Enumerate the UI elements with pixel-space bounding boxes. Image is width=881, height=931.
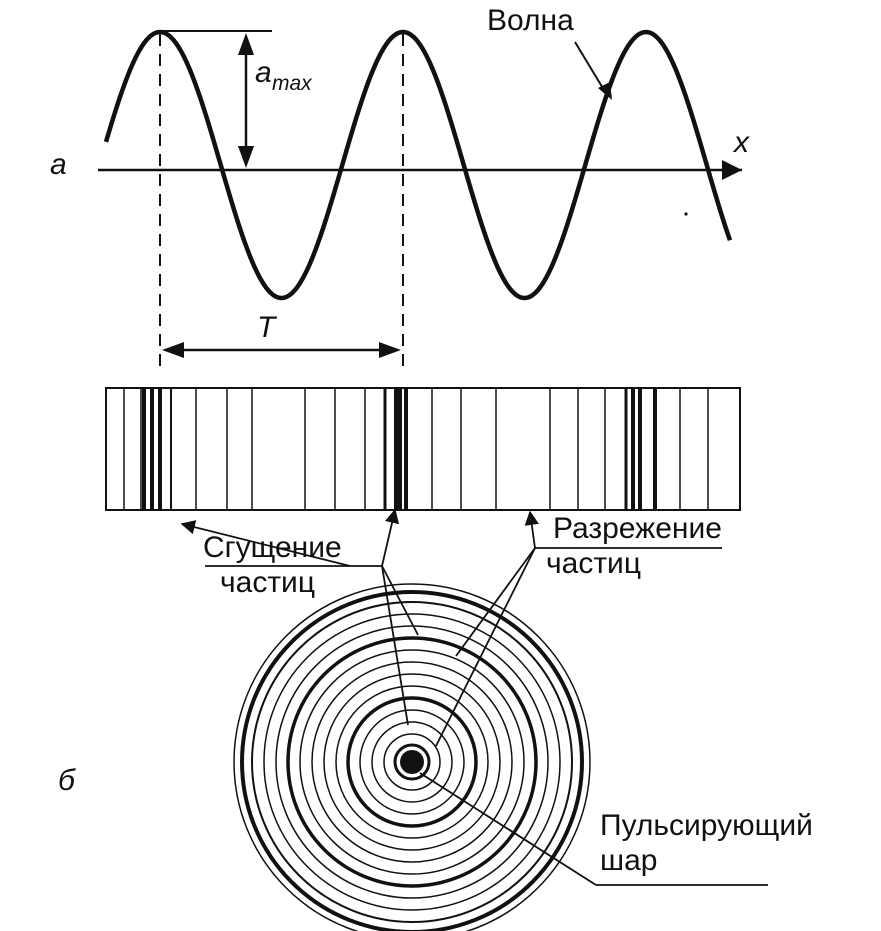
pulsating-sphere-halo (393, 743, 431, 781)
wave-ring (275, 625, 549, 899)
wave-ring (346, 696, 478, 828)
strip-frame (105, 387, 741, 511)
wave-ring (311, 661, 513, 863)
amplitude-label-subscript: max (272, 72, 313, 95)
wave-ring (335, 685, 489, 839)
wave-ring (371, 721, 453, 803)
wave-ring (323, 673, 501, 851)
compression-leader-2 (381, 565, 419, 636)
amplitude-label: a (255, 56, 272, 89)
sphere-leader (419, 772, 597, 886)
wave-label-leader-arrowhead (598, 82, 612, 100)
compression-leader-4 (180, 520, 351, 567)
amplitude-arrowhead-down (238, 146, 254, 168)
wave-label-leader (574, 41, 605, 91)
wave-ring (233, 583, 591, 931)
period-arrowhead-left (162, 342, 184, 358)
pulsating-sphere (400, 750, 424, 774)
panel-a: а Волна x a max T (50, 4, 750, 372)
sphere-label-line2: шар (600, 844, 657, 877)
panel-b: б Сгущение частиц Разрежение частиц Пуль… (58, 508, 813, 931)
panel-a-label: а (50, 148, 67, 181)
concentric-rings (233, 583, 591, 931)
rarefaction-label-line2: частиц (546, 547, 641, 580)
wave-label: Волна (487, 4, 574, 37)
sphere-label-line1: Пульсирующий (600, 809, 813, 842)
rarefaction-leader-2 (455, 547, 536, 657)
compression-label-line1: Сгущение (203, 531, 342, 564)
wave-ring (240, 590, 584, 931)
rarefaction-label-line1: Разрежение (553, 512, 722, 545)
compression-leader-3 (381, 508, 400, 567)
wave-ring (359, 709, 465, 815)
wave-curve (103, 29, 733, 301)
compression-label-line2: частиц (220, 566, 315, 599)
x-axis-label: x (732, 126, 750, 159)
x-axis-arrowhead (722, 160, 742, 180)
wave-ring (299, 649, 525, 875)
particle-strip (105, 387, 741, 511)
period-arrowhead-right (379, 342, 401, 358)
rarefaction-leader-1 (524, 510, 539, 549)
period-label: T (257, 311, 278, 344)
strip-lines (123, 388, 709, 510)
speck-dot (684, 212, 688, 216)
wave-ring (251, 601, 573, 923)
wave-ring (383, 733, 441, 791)
panel-b-label: б (58, 764, 76, 797)
rarefaction-leader-3 (435, 547, 536, 747)
compression-leader-1 (381, 565, 409, 726)
wave-ring (263, 613, 561, 911)
amplitude-arrowhead-up (238, 33, 254, 55)
wave-ring (286, 636, 538, 888)
